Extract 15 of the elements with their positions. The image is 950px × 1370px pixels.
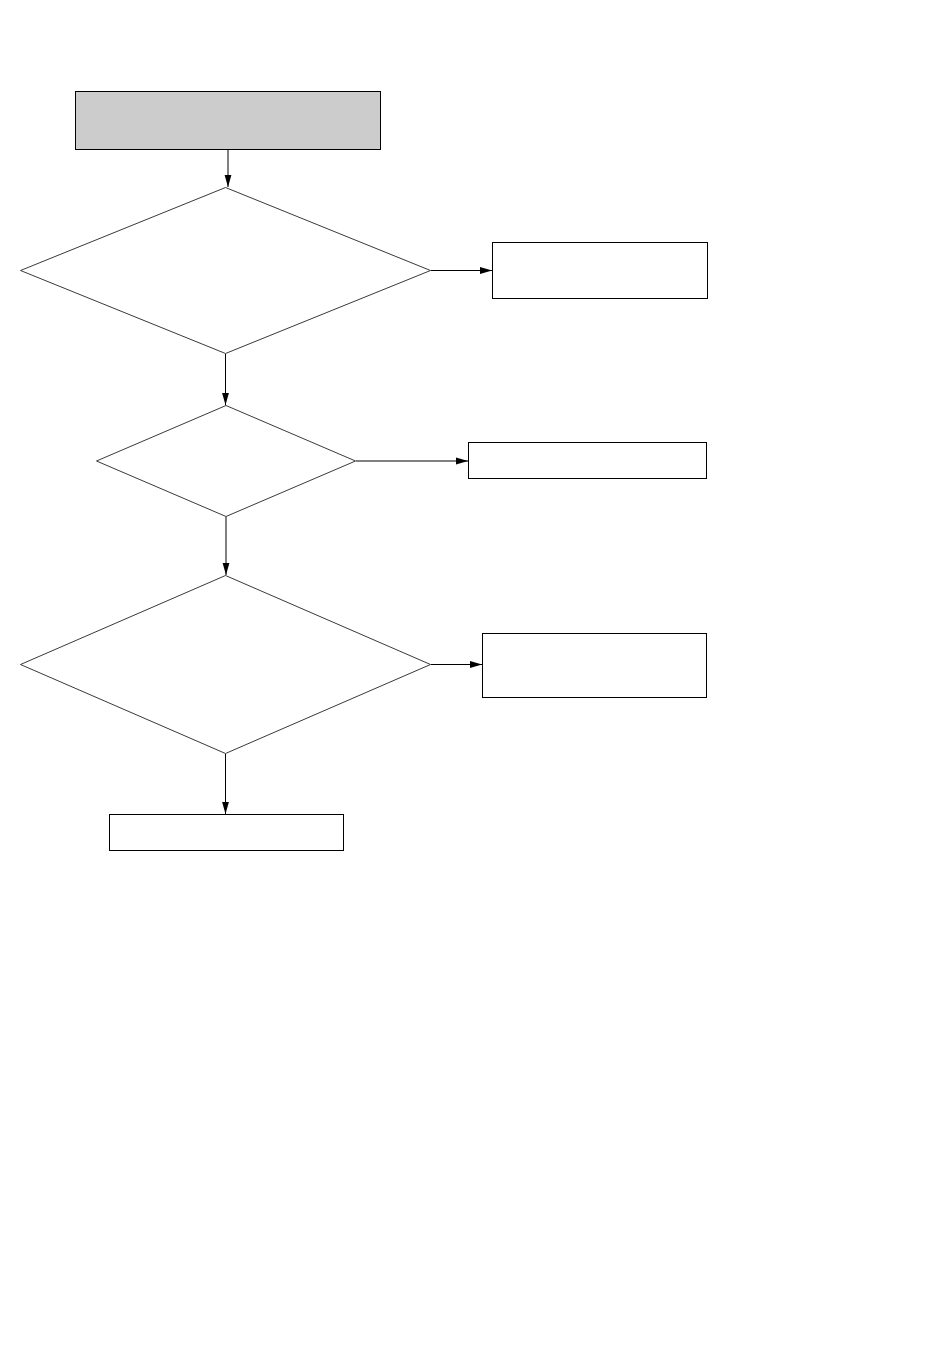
arrow: [355, 457, 469, 465]
process-box: [109, 814, 344, 851]
arrow: [430, 267, 493, 274]
process-box: [468, 442, 707, 479]
arrow: [222, 353, 229, 406]
decision-diamond: [20, 575, 431, 754]
process-box: [492, 242, 708, 299]
arrow: [430, 661, 483, 668]
arrow: [222, 516, 230, 576]
decision-diamond: [20, 187, 431, 354]
arrow: [222, 753, 229, 815]
process-box: [482, 633, 707, 698]
decision-diamond: [96, 405, 356, 517]
shaded-process-box: [75, 91, 381, 150]
arrow: [224, 149, 232, 188]
